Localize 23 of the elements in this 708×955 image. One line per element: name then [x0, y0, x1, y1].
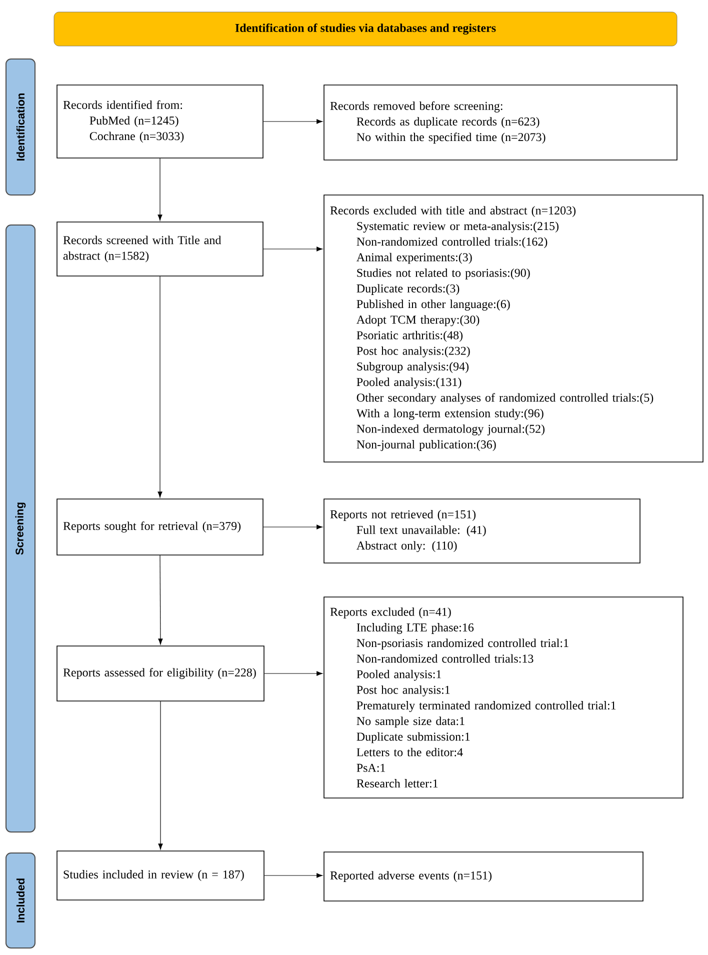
phase-band: Screening [6, 224, 36, 832]
process-box: Records identified from: PubMed (n=1245) Cochrane (n=3033) [56, 84, 264, 158]
title-banner: Identification of studies via databases and registers [54, 12, 678, 46]
arrow [158, 701, 163, 850]
arrow [158, 276, 162, 498]
process-box: Reports excluded (n=41) Including LTE phase:16 Non-psoriasis randomized controlled trial:1 Non-randomized controlled trials:13 Pooled analysis:1 Post hoc analysis:1 Prematurely terminated randomized controlled trial:1 No sample size data:1 Duplicate submission:1 Letters to the editor:4 PsA:1 Research letter:1 [324, 596, 684, 798]
arrow [264, 873, 323, 878]
phase-band: Included [6, 852, 36, 948]
process-box: Reports sought for retrieval (n=379) [56, 498, 264, 556]
arrow [263, 119, 323, 124]
arrow [158, 158, 162, 221]
arrow [263, 524, 323, 530]
arrow [263, 246, 323, 252]
process-box: Records excluded with title and abstract (n=1203) Systematic review or meta-analysis:(215) Non-randomized controlled trials:(162) Animal experiments:(3) Studies not related to psoriasis:(90) Duplicate records:(3) Published in other language:(6) Adopt TCM therapy:(30) Psoriatic arthritis:(48) Post hoc analysis:(232) Subgroup analysis:(94) Pooled analysis:(131) Other secondary analyses of randomized controlled trials:(5) With a long-term extension study:(96) Non-indexed dermatology journal:(52) Non-journal publication:(36) [324, 194, 704, 462]
process-box: Reports assessed for eligibility (n=228) [56, 646, 264, 702]
process-box: Reported adverse events (n=151) [324, 852, 644, 902]
phase-band: Identification [6, 58, 36, 196]
arrow [264, 671, 323, 676]
process-box: Records screened with Title and abstract (n=1582) [56, 222, 264, 276]
process-box: Records removed before screening: Records as duplicate records (n=623) No within the specified time (n=2073) [324, 84, 678, 160]
process-box: Studies included in review (n = 187) [56, 850, 264, 900]
process-box: Reports not retrieved (n=151) Full text unavailable: (41) Abstract only: (110) [324, 498, 640, 564]
arrow [158, 555, 163, 645]
